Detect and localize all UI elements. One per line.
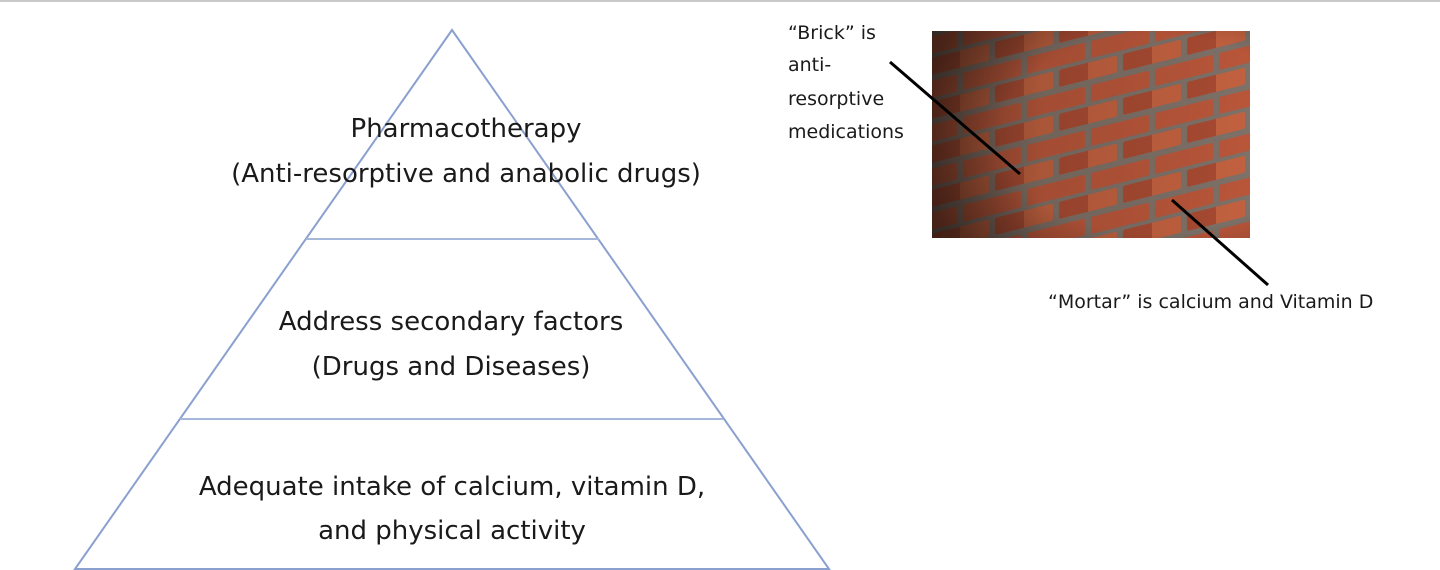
brick-label-line-4: medications — [788, 121, 904, 143]
brick-label-line-2: anti- — [788, 54, 831, 76]
tier-3-line-1: Adequate intake of calcium, vitamin D, — [199, 472, 705, 502]
tier-1-line-1: Pharmacotherapy — [351, 114, 582, 144]
brick-label-line-3: resorptive — [788, 88, 884, 110]
mortar-label: “Mortar” is calcium and Vitamin D — [1048, 291, 1373, 313]
brick-label-line-1: “Brick” is — [788, 22, 876, 44]
tier-1-line-2: (Anti-resorptive and anabolic drugs) — [231, 159, 701, 189]
tier-3-line-2: and physical activity — [318, 516, 586, 546]
pyramid: Pharmacotherapy (Anti-resorptive and ana… — [75, 30, 829, 569]
tier-2-line-2: (Drugs and Diseases) — [312, 352, 591, 382]
tier-2-line-1: Address secondary factors — [279, 307, 624, 337]
brick-wall-photo — [932, 31, 1250, 238]
